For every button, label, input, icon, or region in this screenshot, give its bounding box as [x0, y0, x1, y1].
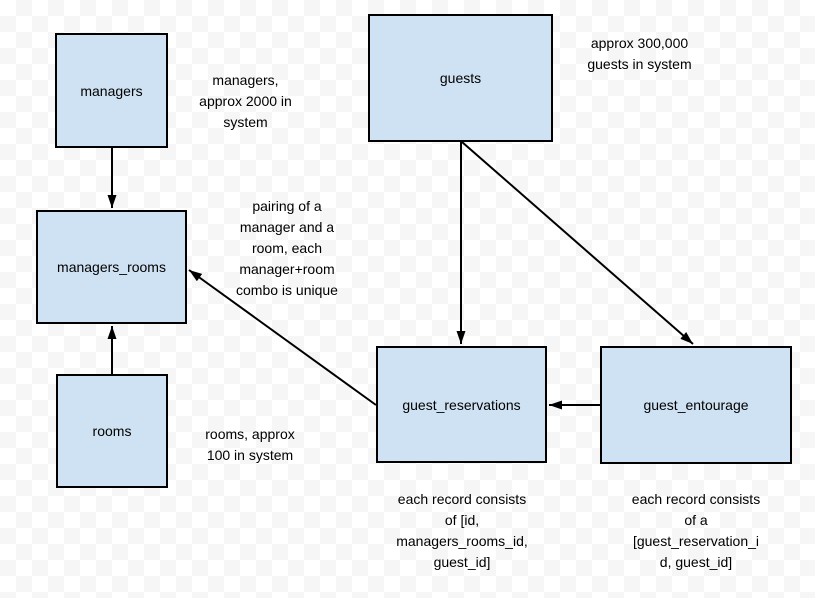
entity-label: guest_reservations [402, 396, 521, 413]
entity-box-guest-reservations: guest_reservations [376, 346, 547, 463]
entity-box-guest-entourage: guest_entourage [600, 346, 792, 464]
entity-box-rooms: rooms [56, 374, 168, 488]
annotation-guest-reservations: each record consists of [id, managers_ro… [396, 491, 528, 570]
annotation-guest-entourage: each record consists of a [guest_reserva… [631, 491, 761, 570]
entity-box-guests: guests [368, 14, 553, 142]
entity-label: guest_entourage [643, 397, 749, 413]
annotation-guests: approx 300,000 guests in system [587, 35, 692, 72]
entity-label: guests [439, 70, 482, 86]
arrow-guests-to-guest-entourage [461, 141, 694, 345]
entity-label: rooms [92, 423, 132, 439]
entity-label: managers_rooms [57, 259, 166, 275]
entity-box-managers: managers [55, 33, 168, 148]
entity-label: managers [80, 82, 143, 99]
entity-box-managers-rooms: managers_rooms [36, 210, 187, 324]
annotation-managers-rooms: pairing of a manager and a room, each ma… [236, 198, 338, 298]
annotation-rooms: rooms, approx 100 in system [205, 426, 295, 463]
annotation-managers: managers, approx 2000 in system [199, 72, 292, 130]
